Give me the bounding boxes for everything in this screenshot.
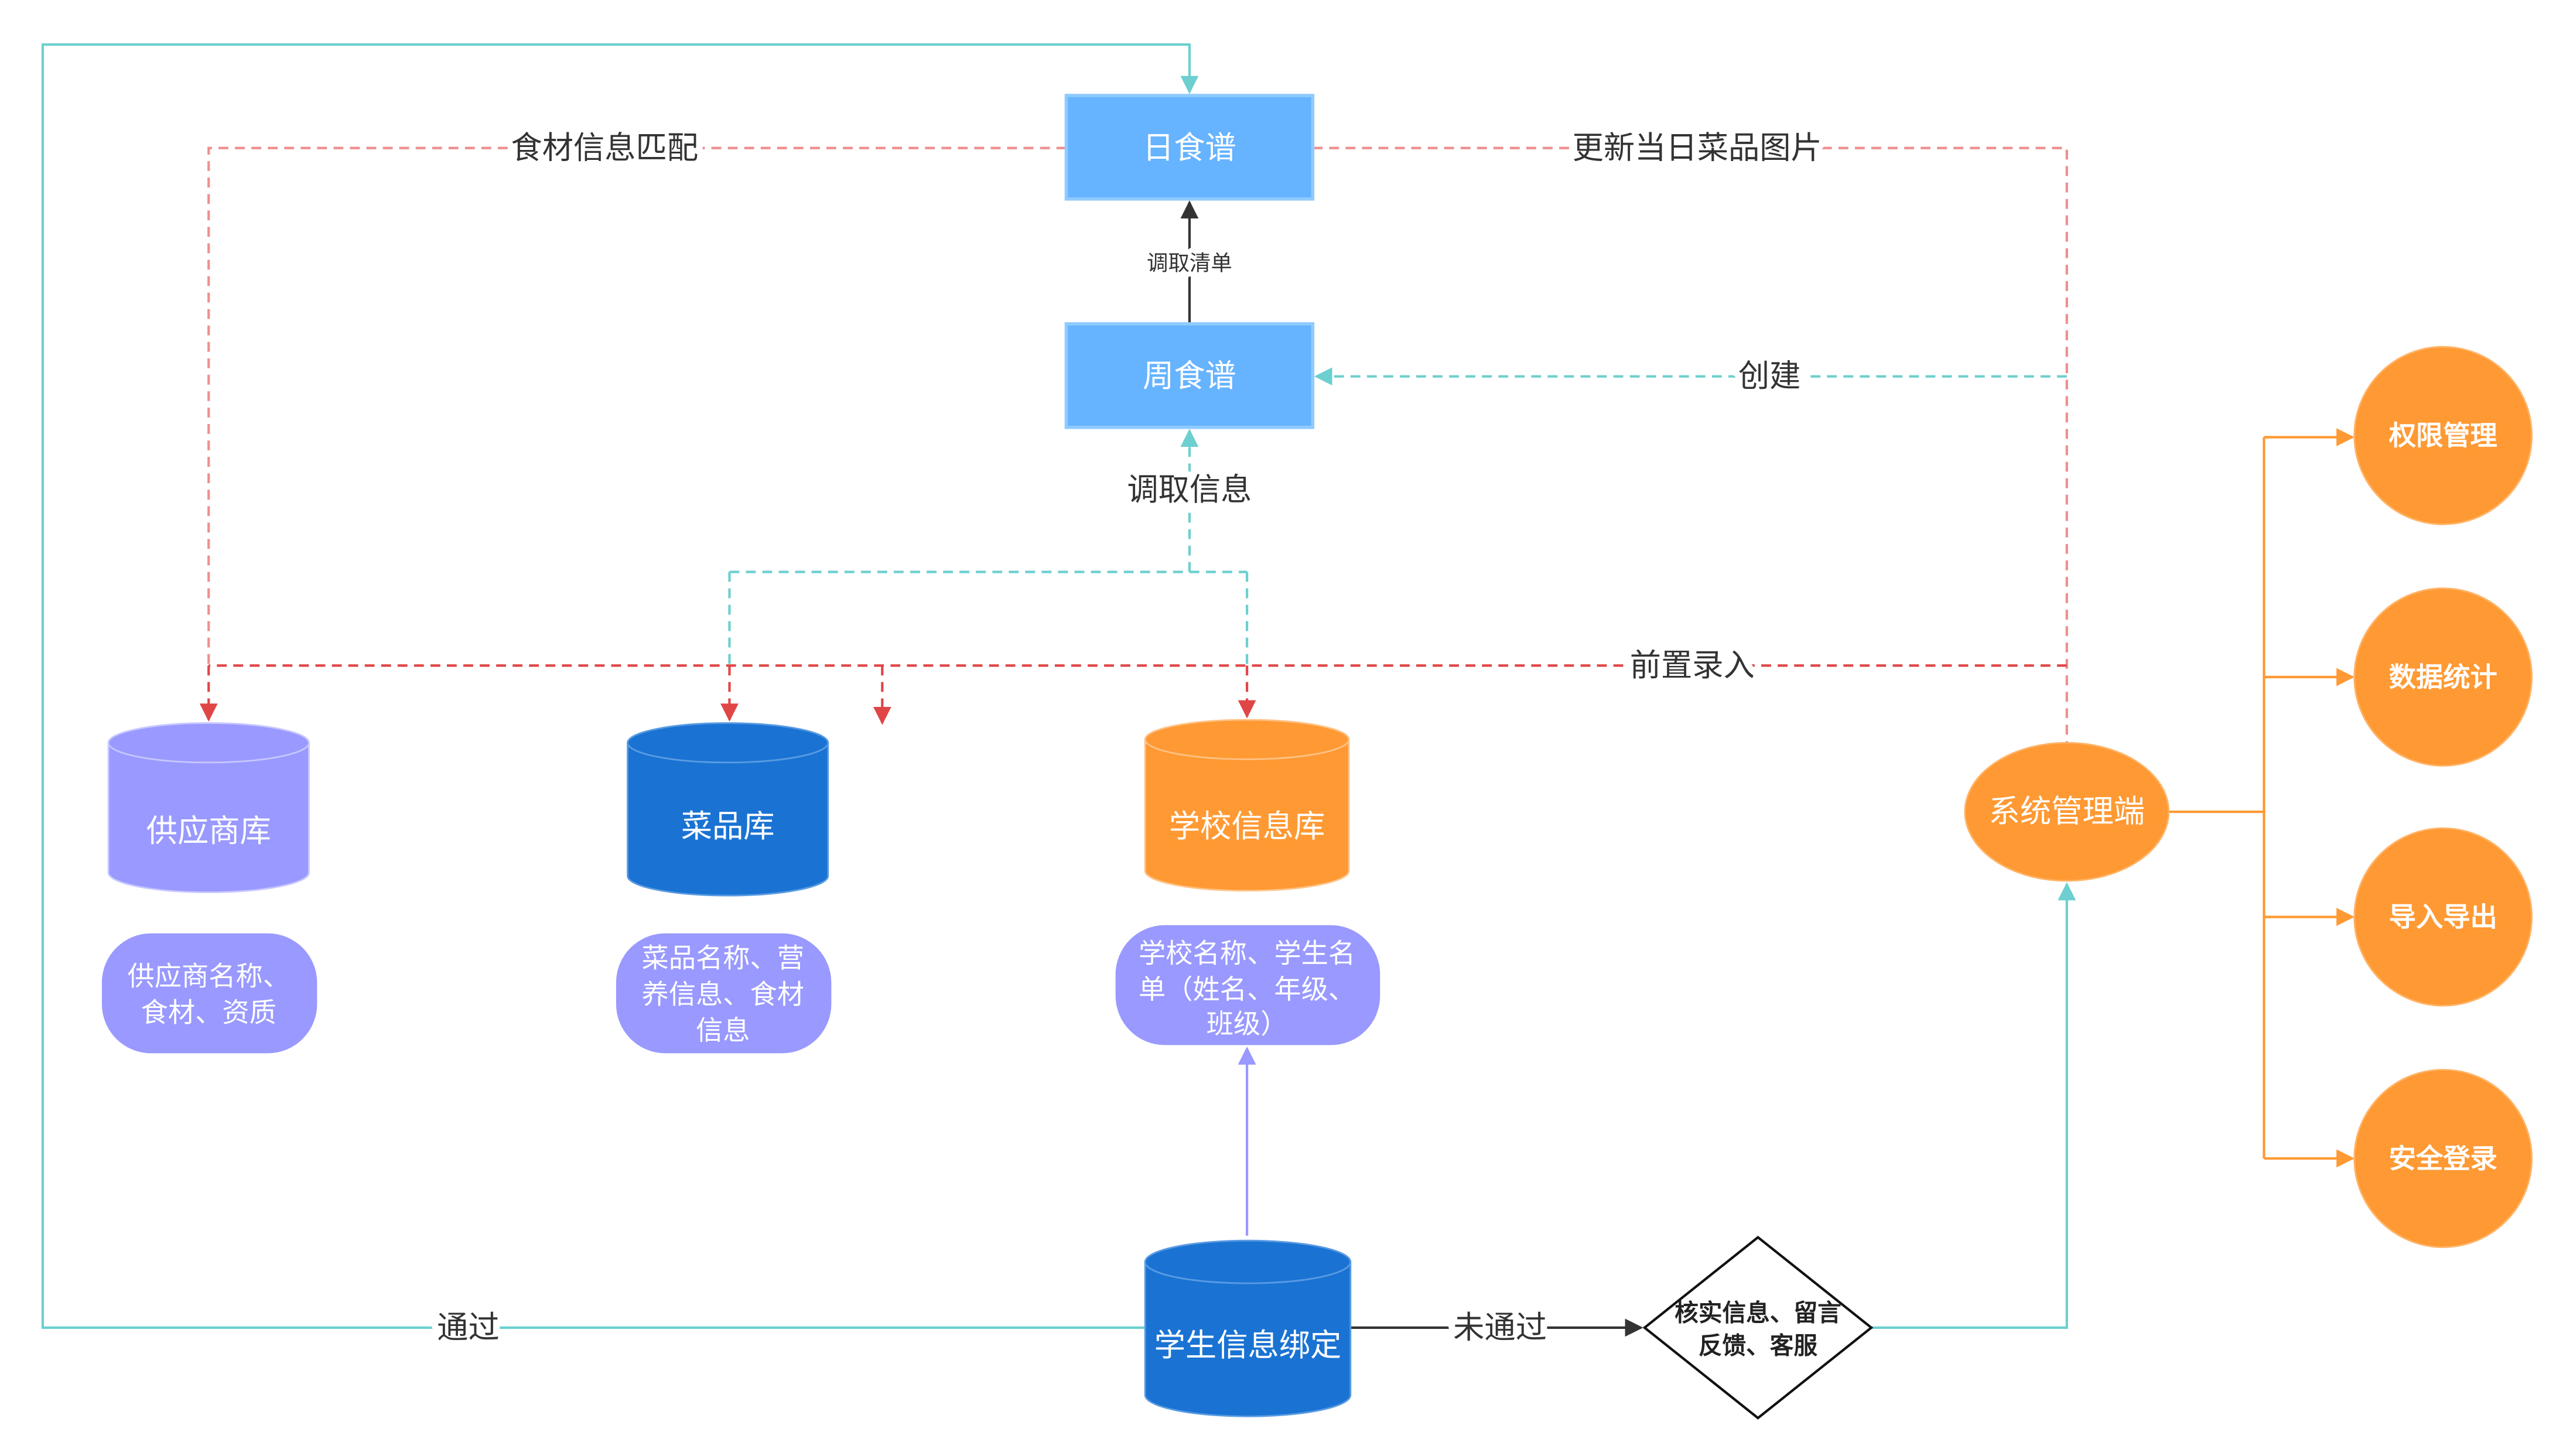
- label-fetch-info: 调取信息: [1127, 473, 1252, 507]
- secure-login-circle: [2353, 1069, 2533, 1248]
- school-db-node: 学校信息库: [1144, 719, 1350, 892]
- school-note-box: [1115, 925, 1380, 1045]
- supplier-note: 供应商名称、 食材、资质: [101, 933, 317, 1054]
- daily-menu-box: [1064, 94, 1315, 201]
- weekly-menu-box: [1064, 322, 1315, 429]
- label-not-passed: 未通过: [1453, 1310, 1547, 1345]
- admin-function-statistics: 数据统计: [2353, 587, 2533, 767]
- label-fetch-list: 调取清单: [1147, 251, 1232, 275]
- label-update-photo: 更新当日菜品图片: [1573, 131, 1822, 165]
- verify-label-line: 核实信息、留言: [1675, 1300, 1841, 1327]
- school-note-line: 学校名称、学生名: [1139, 938, 1355, 968]
- system-admin-ellipse: [1964, 741, 2170, 882]
- label-create: 创建: [1738, 359, 1801, 394]
- statistics-circle: [2353, 587, 2533, 767]
- school-db-label: 学校信息库: [1169, 809, 1325, 844]
- secure-login-label: 安全登录: [2389, 1143, 2497, 1174]
- admin-function-secure-login: 安全登录: [2353, 1069, 2533, 1248]
- student-binding-label: 学生信息绑定: [1154, 1328, 1342, 1363]
- admin-function-permission: 权限管理: [2353, 346, 2533, 525]
- dish-db-cylinder: [627, 741, 829, 897]
- statistics-label: 数据统计: [2389, 662, 2497, 692]
- edge-passed-to-daily-menu: [41, 43, 1199, 1329]
- student-binding-cylinder: [1144, 1261, 1352, 1417]
- dish-db-label: 菜品库: [681, 809, 775, 844]
- daily-menu-node: 日食谱: [1064, 94, 1315, 201]
- dish-db-node: 菜品库: [627, 722, 829, 897]
- student-binding-node: 学生信息绑定: [1144, 1239, 1352, 1417]
- verify-label-line: 反馈、客服: [1699, 1332, 1818, 1359]
- student-binding-top: [1144, 1239, 1352, 1284]
- permission-label: 权限管理: [2388, 421, 2497, 451]
- import-export-label: 导入导出: [2389, 902, 2497, 932]
- system-admin-node: 系统管理端: [1964, 741, 2170, 882]
- dish-note-box: [616, 933, 832, 1054]
- daily-menu-label: 日食谱: [1143, 131, 1236, 165]
- permission-circle: [2353, 346, 2533, 525]
- supplier-db-top: [107, 722, 310, 764]
- edge-verify-to-admin: [1871, 882, 2076, 1329]
- supplier-note-line: 食材、资质: [141, 997, 276, 1027]
- dish-note-line: 菜品名称、营: [641, 943, 804, 973]
- supplier-db-node: 供应商库: [107, 722, 310, 893]
- label-pre-entry: 前置录入: [1630, 648, 1755, 683]
- supplier-db-label: 供应商库: [146, 814, 271, 849]
- supplier-db-cylinder: [107, 741, 310, 893]
- label-ingredient-match: 食材信息匹配: [511, 131, 698, 165]
- school-db-top: [1144, 719, 1350, 760]
- verify-diamond: [1642, 1235, 1874, 1420]
- dish-note-line: 养信息、食材: [641, 979, 804, 1009]
- school-db-cylinder: [1144, 739, 1350, 892]
- school-note-line: 班级）: [1207, 1009, 1288, 1039]
- edge-ingredient-match: [207, 146, 1067, 666]
- weekly-menu-label: 周食谱: [1143, 359, 1236, 394]
- admin-function-import-export: 导入导出: [2353, 827, 2533, 1007]
- school-note-line: 单（姓名、年级、: [1139, 974, 1355, 1004]
- edge-update-photo: [1313, 146, 2068, 743]
- weekly-menu-node: 周食谱: [1064, 322, 1315, 429]
- label-passed: 通过: [437, 1310, 500, 1345]
- verify-decision-node: 核实信息、留言 反馈、客服: [1642, 1235, 1874, 1420]
- system-admin-label: 系统管理端: [1989, 795, 2145, 829]
- supplier-note-box: [101, 933, 317, 1054]
- dish-note: 菜品名称、营 养信息、食材 信息: [616, 933, 832, 1054]
- dish-db-top: [627, 722, 829, 764]
- dish-note-line: 信息: [696, 1015, 750, 1045]
- import-export-circle: [2353, 827, 2533, 1007]
- school-note: 学校名称、学生名 单（姓名、年级、 班级）: [1115, 925, 1380, 1045]
- supplier-note-line: 供应商名称、: [127, 961, 290, 992]
